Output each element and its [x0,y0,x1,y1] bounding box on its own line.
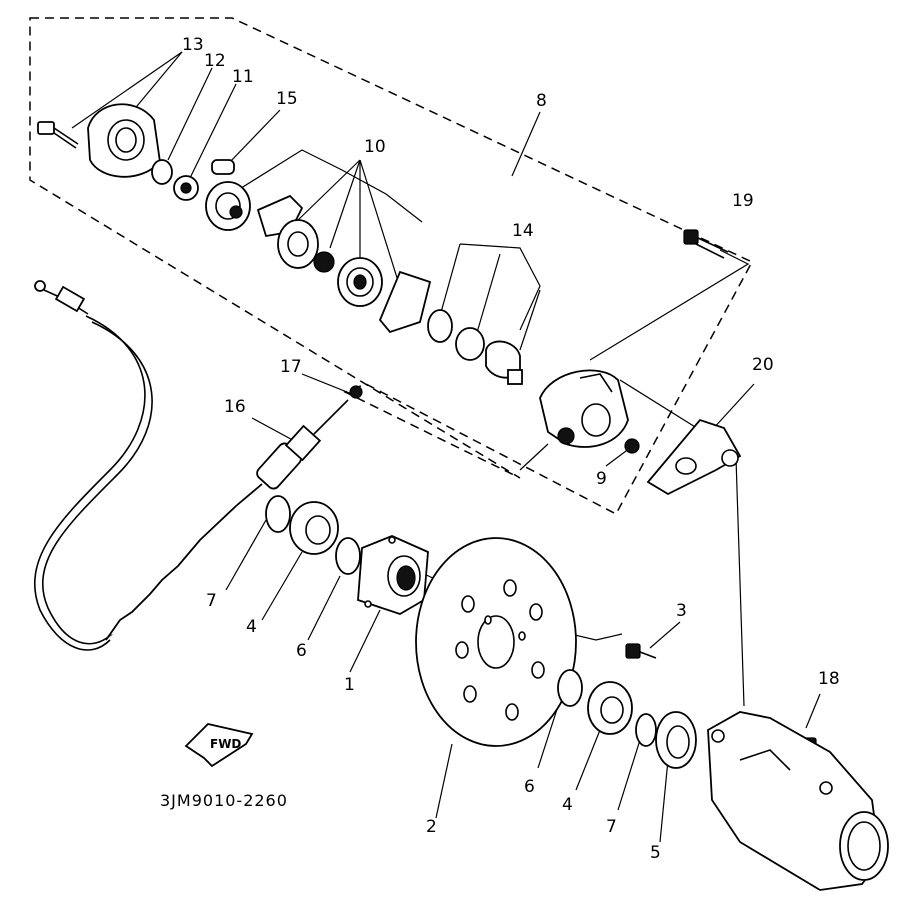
part-14-piston [485,340,523,385]
part-10-pulley [205,181,251,231]
part-19-bolt [683,229,729,259]
leader-lines [71,51,821,843]
part-4-seal-right [587,681,633,735]
callout-3: 3 [676,601,687,621]
part-6-ring-right [557,669,583,707]
part-9-bleeder [624,438,640,454]
part-16-brake-cable [34,280,349,651]
part-7-ring-right [635,713,657,747]
part-3-bolt [625,643,657,659]
fwd-label: FWD [210,737,241,751]
part-10-spring [313,251,335,273]
callout-7-right: 7 [606,817,617,837]
callout-12: 12 [204,51,226,71]
callout-labels: 13 12 11 15 10 8 14 19 17 16 20 9 3 18 1… [182,35,840,863]
callout-8: 8 [536,91,547,111]
part-8-caliper-body [539,369,629,448]
part-11-gear [173,175,199,201]
part-13-bolt [37,121,79,149]
part-20-bracket [646,418,742,496]
callout-2: 2 [426,817,437,837]
callout-4-right: 4 [562,795,573,815]
part-17-nut [349,385,363,399]
callout-17: 17 [280,357,302,377]
part-6-ring-left [335,537,361,575]
part-5-seal [655,711,697,769]
fwd-arrow-icon: FWD [184,723,254,768]
callout-11: 11 [232,67,254,87]
axle-housing [707,711,889,891]
callout-19: 19 [732,191,754,211]
callout-7-left: 7 [206,591,217,611]
part-10-drum [277,219,319,269]
callout-1: 1 [344,675,355,695]
callout-10: 10 [364,137,386,157]
assembly-outline-dashed [29,17,754,516]
part-15-pin [211,159,235,175]
callout-16: 16 [224,397,246,417]
callout-20: 20 [752,355,774,375]
callout-13: 13 [182,35,204,55]
callout-5: 5 [650,843,661,863]
callout-9: 9 [596,469,607,489]
callout-14: 14 [512,221,534,241]
callout-15: 15 [276,89,298,109]
part-4-seal-left [289,501,339,555]
part-12-washer [151,159,173,185]
part-10-gasket [378,270,432,334]
part-7-ring-left [265,495,291,533]
callout-6-right: 6 [524,777,535,797]
part-2-brake-disc [415,537,577,747]
part-1-hub [357,535,429,615]
callout-4-left: 4 [246,617,257,637]
part-14-cap [455,327,485,361]
part-10-bearing [337,257,383,307]
part-14-oring [427,309,453,343]
part-13-cover [87,103,161,178]
callout-6-left: 6 [296,641,307,661]
drawing-code: 3JM9010-2260 [160,791,288,810]
callout-18: 18 [818,669,840,689]
